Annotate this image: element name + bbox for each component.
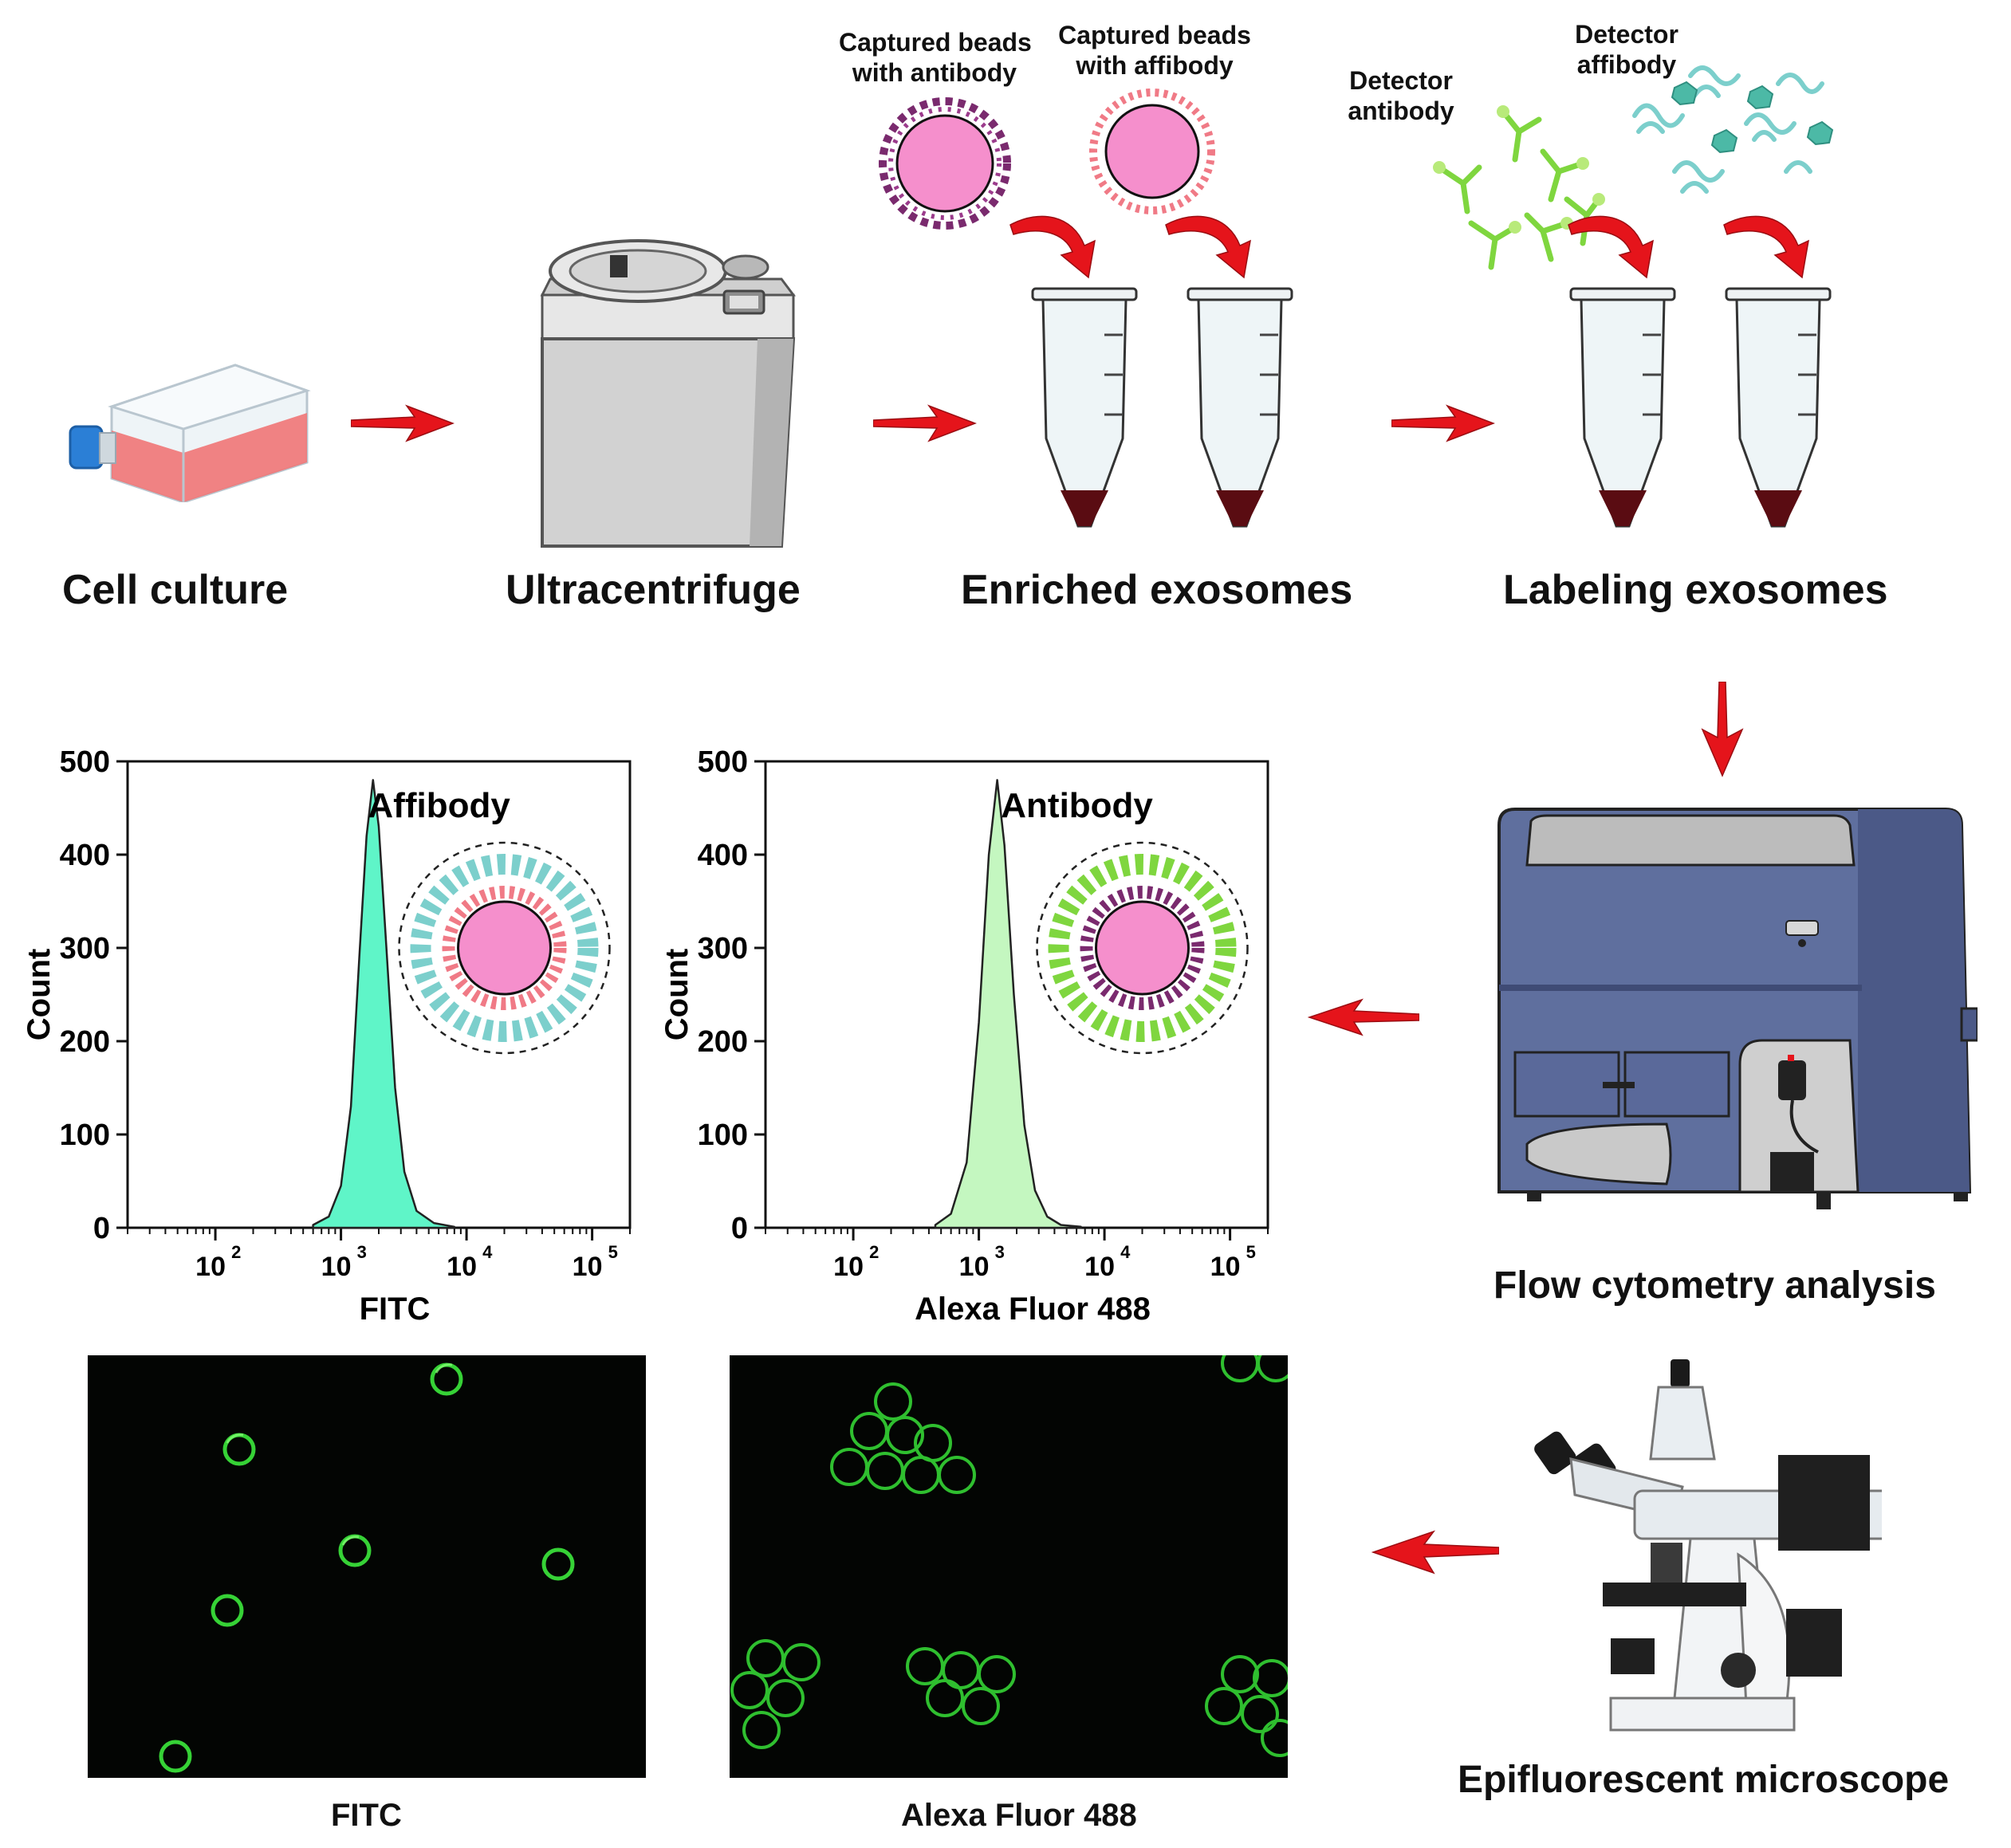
x-tick-label: 10	[447, 1252, 477, 1282]
label-detector-affibody: Detector affibody	[1559, 19, 1694, 80]
x-tick-exponent: 2	[869, 1242, 879, 1262]
label-capture-antibody-line1: Captured beads	[839, 28, 1032, 57]
curved-arrow-detector-affibody	[1723, 215, 1809, 279]
histogram-area	[312, 779, 456, 1229]
x-tick-exponent: 4	[1120, 1242, 1131, 1262]
x-tick-label: 10	[573, 1252, 603, 1282]
x-axis-label: FITC	[360, 1292, 431, 1327]
stage-label-ultracentrifuge: Ultracentrifuge	[506, 567, 801, 613]
x-tick-exponent: 3	[357, 1242, 367, 1262]
flow-arrow-left-2	[1371, 1530, 1499, 1575]
label-capture-antibody: Captured beads with antibody	[839, 27, 1032, 88]
label-detector-affibody-line2: affibody	[1576, 50, 1677, 79]
caption-fitc: FITC	[331, 1798, 402, 1833]
y-tick-label: 200	[698, 1025, 748, 1059]
x-axis-label: Alexa Fluor 488	[915, 1292, 1151, 1327]
inset-bead	[457, 900, 552, 996]
y-tick-label: 100	[698, 1119, 748, 1152]
y-axis-label: Count	[659, 949, 695, 1041]
inset-capture-ring	[1080, 886, 1205, 1010]
inset-bead	[1095, 900, 1190, 996]
y-tick-label: 0	[93, 1212, 110, 1245]
curved-arrow-capture-affibody	[1165, 215, 1251, 279]
flow-arrow-2	[873, 404, 977, 442]
flow-cytometer-icon	[1497, 808, 1978, 1209]
stage-label-microscope: Epifluorescent microscope	[1458, 1759, 1950, 1801]
inset-boundary	[398, 841, 611, 1055]
x-tick-label: 10	[321, 1252, 352, 1282]
ultracentrifuge-icon	[540, 239, 796, 548]
tube-enriched-2-icon	[1187, 287, 1293, 528]
x-tick-exponent: 5	[1246, 1242, 1256, 1262]
y-axis-label: Count	[22, 949, 57, 1041]
tube-labeling-2-icon	[1725, 287, 1832, 528]
microscope-icon	[1534, 1359, 1882, 1732]
flow-arrow-left-1	[1308, 998, 1419, 1036]
tube-enriched-1-icon	[1031, 287, 1138, 528]
capture-bead-antibody-icon	[879, 97, 1011, 230]
stage-label-cell-culture: Cell culture	[62, 567, 289, 613]
x-tick-exponent: 3	[995, 1242, 1005, 1262]
chart-title: Affibody	[368, 786, 510, 825]
y-tick-label: 0	[731, 1212, 748, 1245]
label-detector-antibody-line1: Detector	[1349, 66, 1453, 95]
curved-arrow-capture-antibody	[1009, 215, 1096, 279]
x-tick-label: 10	[833, 1252, 864, 1282]
capture-bead-affibody-icon	[1089, 88, 1215, 214]
curved-arrow-detector-antibody	[1568, 215, 1654, 279]
chart-title: Antibody	[1001, 786, 1153, 825]
detector-affibody-icon	[1632, 65, 1834, 194]
microscopy-image-alexa	[730, 1355, 1288, 1778]
y-tick-label: 500	[698, 745, 748, 779]
x-tick-exponent: 5	[608, 1242, 618, 1262]
label-capture-antibody-line2: with antibody	[852, 58, 1017, 87]
inset-detector-ring	[410, 854, 599, 1042]
y-tick-label: 300	[698, 932, 748, 965]
y-tick-label: 200	[60, 1025, 110, 1059]
x-tick-label: 10	[1084, 1252, 1115, 1282]
cell-culture-flask-icon	[69, 364, 311, 502]
histogram-area	[934, 779, 1082, 1229]
label-capture-affibody-line1: Captured beads	[1058, 21, 1251, 49]
y-tick-label: 400	[698, 839, 748, 872]
detector-antibody-icon	[1433, 105, 1605, 270]
x-tick-label: 10	[1210, 1252, 1241, 1282]
y-tick-label: 500	[60, 745, 110, 779]
microscopy-image-fitc	[88, 1355, 646, 1778]
y-tick-label: 400	[60, 839, 110, 872]
flow-arrow-down	[1701, 682, 1744, 777]
tube-labeling-1-icon	[1569, 287, 1676, 528]
label-detector-antibody-line2: antibody	[1348, 96, 1454, 125]
flow-arrow-1	[351, 404, 455, 442]
flow-arrow-3	[1391, 404, 1495, 442]
x-tick-label: 10	[195, 1252, 226, 1282]
label-capture-affibody-line2: with affibody	[1076, 51, 1234, 80]
caption-alexa: Alexa Fluor 488	[901, 1798, 1137, 1833]
label-detector-affibody-line1: Detector	[1575, 20, 1678, 49]
y-tick-label: 100	[60, 1119, 110, 1152]
x-tick-exponent: 4	[482, 1242, 493, 1262]
stage-label-labeling: Labeling exosomes	[1503, 567, 1888, 613]
label-detector-antibody: Detector antibody	[1333, 65, 1469, 126]
y-tick-label: 300	[60, 932, 110, 965]
inset-detector-ring	[1048, 854, 1237, 1042]
inset-boundary	[1036, 841, 1249, 1055]
label-capture-affibody: Captured beads with affibody	[1051, 20, 1258, 81]
x-tick-label: 10	[959, 1252, 990, 1282]
inset-capture-ring	[442, 886, 567, 1010]
stage-label-enriched: Enriched exosomes	[961, 567, 1353, 613]
x-tick-exponent: 2	[231, 1242, 241, 1262]
stage-label-flow: Flow cytometry analysis	[1493, 1264, 1936, 1307]
